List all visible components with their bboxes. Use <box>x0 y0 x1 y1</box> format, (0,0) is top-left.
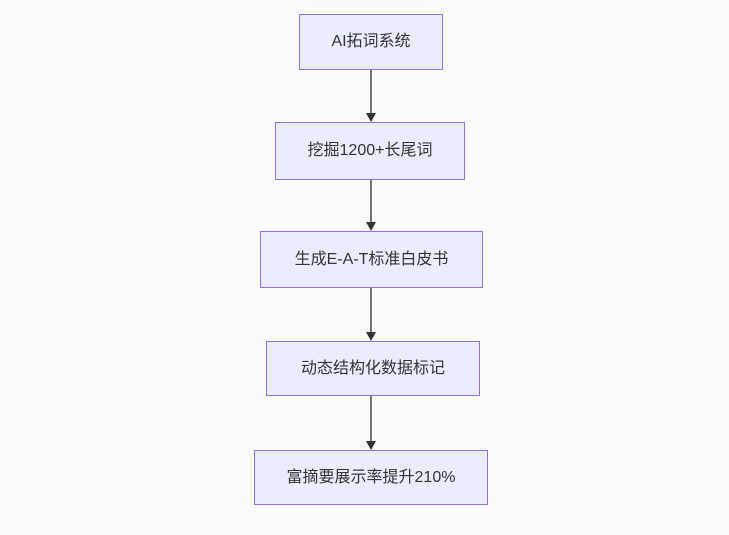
node-label: 动态结构化数据标记 <box>300 359 445 377</box>
arrowhead-icon <box>366 332 376 341</box>
edge-line <box>370 70 372 113</box>
flowchart-node-eat-whitepaper: 生成E-A-T标准白皮书 <box>260 231 483 288</box>
node-label: 挖掘1200+长尾词 <box>307 142 433 160</box>
edge-line <box>370 396 372 441</box>
flowchart-edge-1 <box>365 70 377 122</box>
arrowhead-icon <box>366 441 376 450</box>
arrowhead-icon <box>366 222 376 231</box>
arrowhead-icon <box>366 113 376 122</box>
edge-line <box>370 288 372 332</box>
flowchart-node-rich-snippet-result: 富摘要展示率提升210% <box>254 450 488 505</box>
node-label: 生成E-A-T标准白皮书 <box>294 250 449 268</box>
flowchart-node-longtail-mining: 挖掘1200+长尾词 <box>275 122 465 180</box>
flowchart-node-structured-data-markup: 动态结构化数据标记 <box>266 341 480 396</box>
flowchart-edge-3 <box>365 288 377 341</box>
flowchart-edge-4 <box>365 396 377 450</box>
edge-line <box>370 180 372 222</box>
flowchart-edge-2 <box>365 180 377 231</box>
flowchart-node-ai-keyword-system: AI拓词系统 <box>299 14 443 70</box>
node-label: 富摘要展示率提升210% <box>286 468 456 486</box>
node-label: AI拓词系统 <box>331 33 411 51</box>
